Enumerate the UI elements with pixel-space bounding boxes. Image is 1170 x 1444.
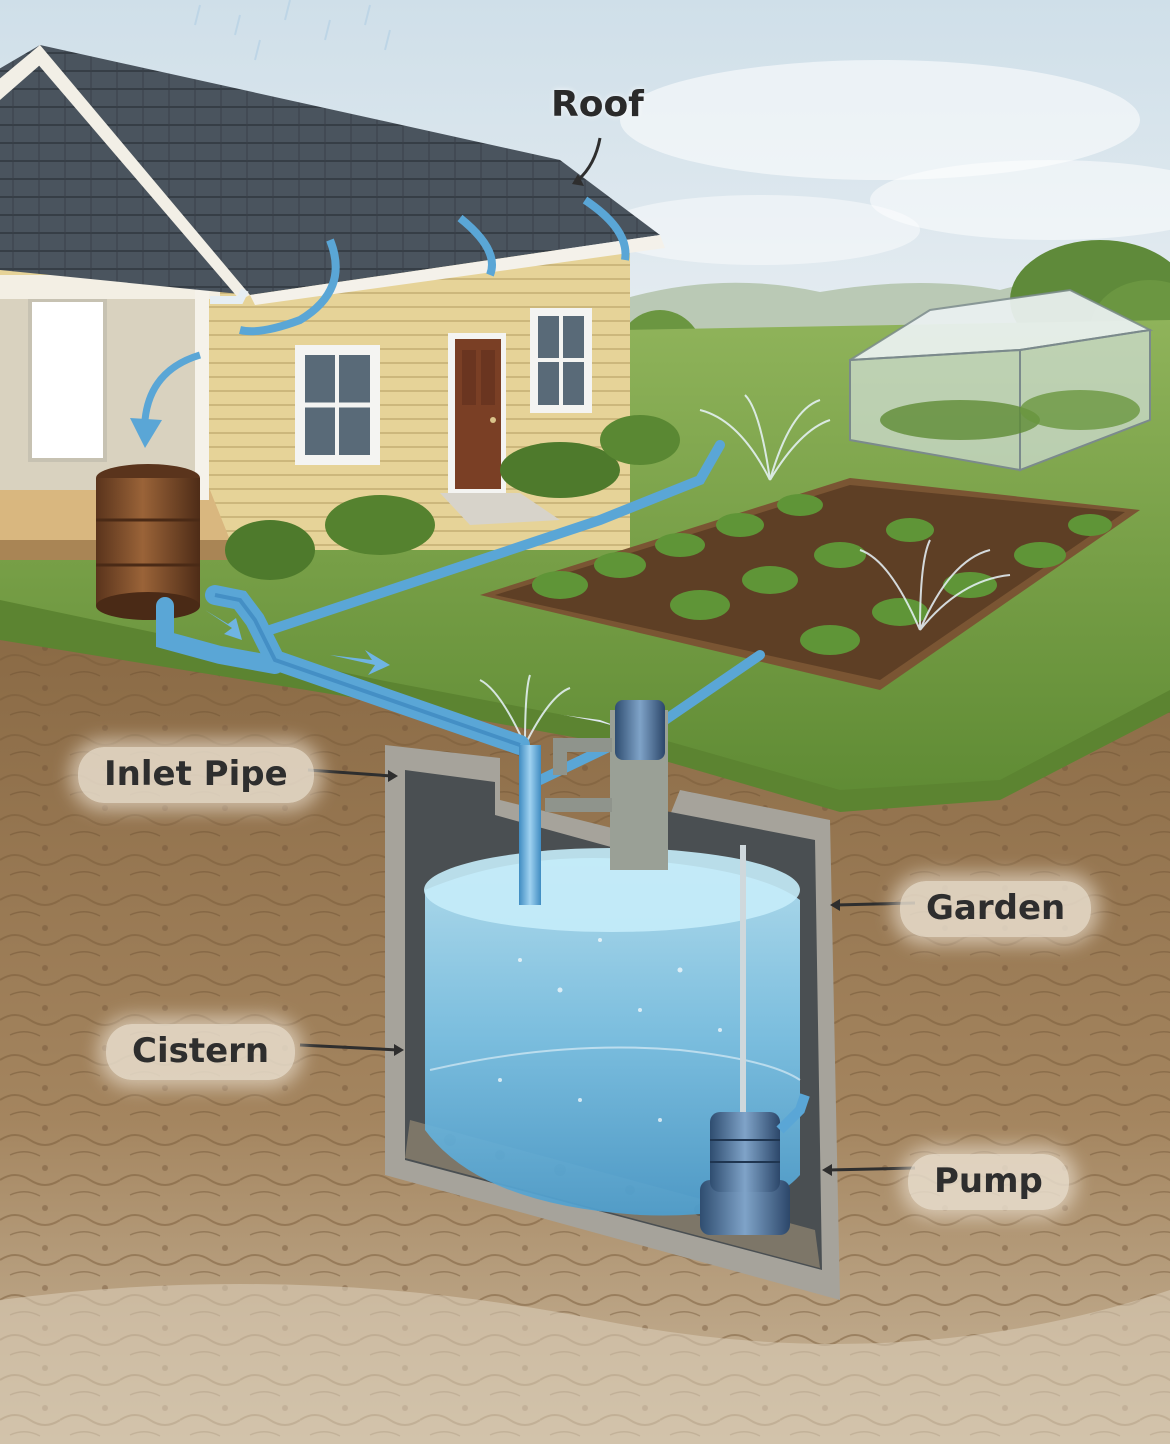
pump-label: Pump [908, 1154, 1069, 1210]
garden-label: Garden [900, 881, 1092, 937]
cistern-label: Cistern [106, 1024, 296, 1080]
roof-label: Roof [551, 84, 644, 125]
inlet-pipe-label: Inlet Pipe [78, 747, 314, 803]
